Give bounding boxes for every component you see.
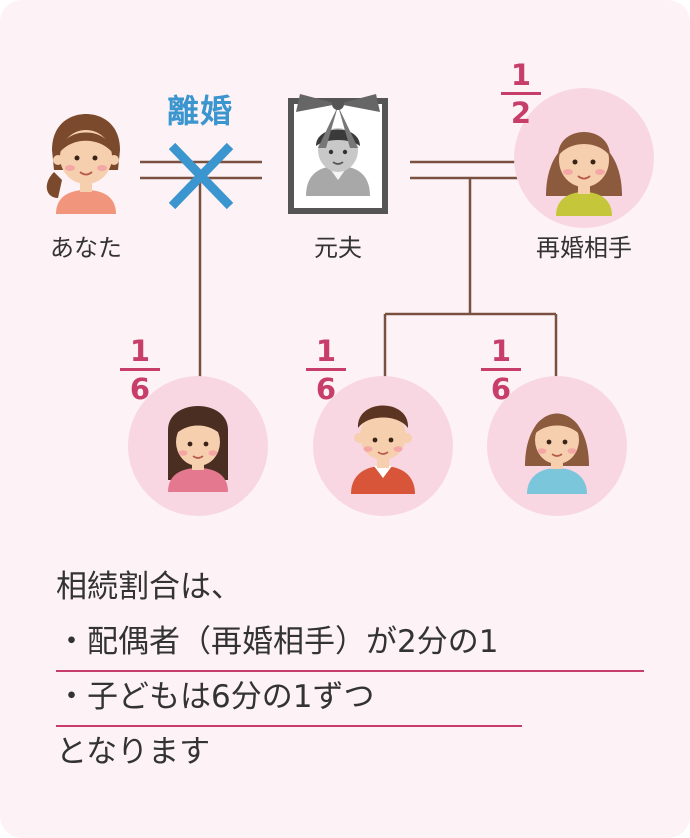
divorce-label: 離婚 <box>166 92 234 130</box>
fraction-numerator: 1 <box>510 58 532 92</box>
summary-point-1: ・配偶者（再婚相手）が2分の1 <box>56 624 499 660</box>
fraction-bar <box>501 92 541 95</box>
child-1-share-fraction: 1 6 <box>120 336 160 404</box>
fraction-denominator: 6 <box>315 372 337 406</box>
fraction-numerator: 1 <box>315 334 337 368</box>
fraction-bar <box>120 368 160 371</box>
summary-point-1-underline <box>56 670 644 672</box>
fraction-bar <box>481 368 521 371</box>
fraction-bar <box>306 368 346 371</box>
summary-point-2-underline <box>56 725 522 727</box>
child-2-share-fraction: 1 6 <box>306 336 346 404</box>
summary-intro: 相続割合は、 <box>56 569 242 605</box>
fraction-denominator: 2 <box>510 96 532 130</box>
child-1-avatar <box>128 376 268 516</box>
summary-intro-line: 相続割合は、 <box>56 560 498 615</box>
summary-point-1-line: ・配偶者（再婚相手）が2分の1 <box>56 615 644 672</box>
ex-husband-name-label: 元夫 <box>314 234 362 262</box>
summary-point-2: ・子どもは6分の1ずつ <box>56 679 375 715</box>
child-2-avatar <box>313 376 453 516</box>
family-tree-diagram <box>46 88 654 516</box>
fraction-denominator: 6 <box>129 372 151 406</box>
new-spouse-name-label: 再婚相手 <box>536 234 632 262</box>
you-avatar <box>46 114 120 214</box>
new-spouse-share-fraction: 1 2 <box>501 60 541 128</box>
summary-text-block: 相続割合は、 ・配偶者（再婚相手）が2分の1 ・子どもは6分の1ずつ となります <box>56 560 644 780</box>
ex-husband-portrait <box>288 94 388 214</box>
child-3-share-fraction: 1 6 <box>481 336 521 404</box>
summary-outro-line: となります <box>56 725 498 780</box>
fraction-numerator: 1 <box>490 334 512 368</box>
summary-point-2-line: ・子どもは6分の1ずつ <box>56 670 522 727</box>
relationship-lines <box>140 160 558 382</box>
fraction-numerator: 1 <box>129 334 151 368</box>
child-3-avatar <box>487 376 627 516</box>
new-spouse-avatar <box>514 88 654 228</box>
fraction-denominator: 6 <box>490 372 512 406</box>
you-name-label: あなた <box>50 234 122 262</box>
summary-outro: となります <box>56 734 211 770</box>
divorce-cross-icon <box>168 142 234 210</box>
